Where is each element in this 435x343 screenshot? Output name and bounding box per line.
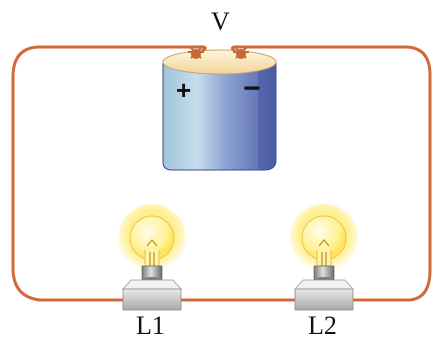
battery — [162, 45, 277, 171]
bulb-l2 — [290, 204, 358, 311]
positive-terminal — [188, 45, 207, 59]
positive-sign: + — [176, 75, 192, 105]
bulb-l1 — [118, 204, 186, 311]
negative-terminal — [230, 45, 249, 59]
negative-sign: − — [243, 72, 261, 105]
bulb-l1-label: L1 — [136, 311, 165, 340]
battery-label: V — [211, 7, 230, 36]
circuit-wire — [11, 45, 432, 302]
bulb-l2-label: L2 — [308, 311, 337, 340]
